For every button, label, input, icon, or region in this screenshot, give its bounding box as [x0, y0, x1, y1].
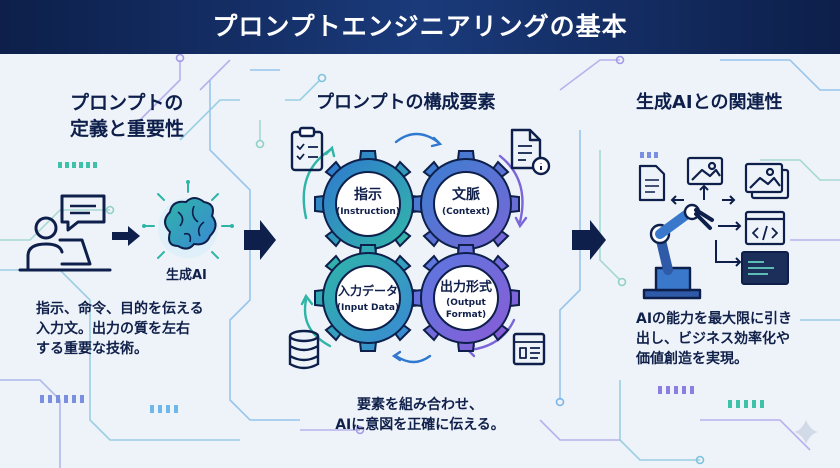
center-caption-line1: 要素を組み合わせ、 [357, 397, 483, 413]
clipboard-checklist-icon [290, 126, 324, 172]
left-heading-line2: 定義と重要性 [70, 118, 185, 140]
image-icon [686, 156, 724, 186]
cycle-arrows [300, 132, 528, 364]
section-arrow-1 [244, 220, 276, 260]
gear-context [412, 150, 520, 258]
gear-output-format-label: 出力形式 [439, 280, 492, 295]
right-heading: 生成AIとの関連性 [636, 92, 783, 113]
gear-output-format-sub2: Format) [445, 310, 487, 320]
gear-output-format [412, 244, 520, 352]
layout-template-icon [512, 332, 546, 366]
terminal-window-icon [741, 251, 789, 285]
center-caption-line2: AIに意図を正確に伝える。 [335, 417, 505, 433]
sparkle-icon [794, 420, 818, 444]
brain-icon [142, 180, 234, 259]
dot-bars [40, 152, 764, 413]
left-desc-line3: する重要な技術。 [36, 341, 148, 357]
code-window-icon [744, 210, 786, 246]
speech-bubble-icon [60, 194, 106, 232]
person-laptop-icon [18, 216, 112, 272]
title-banner [0, 0, 840, 54]
gear-input-data [314, 244, 422, 352]
gear-context-label: 文脈 [452, 187, 480, 203]
gear-instruction-sub: (Instruction) [336, 207, 400, 217]
gear-instruction [314, 150, 422, 258]
right-desc-line1: AIの能力を最大限に引き [636, 311, 793, 327]
left-desc-line1: 指示、命令、目的を伝える [36, 301, 204, 317]
document-icon [638, 164, 666, 202]
document-info-icon [510, 128, 551, 176]
right-desc-line3: 価値創造を実現。 [636, 351, 748, 367]
gear-output-format-sub1: (Output [446, 298, 486, 308]
arrow-right-icon [112, 226, 140, 246]
gear-input-data-sub: (Input Data) [336, 303, 400, 313]
right-desc-line2: 出し、ビジネス効率化や [636, 331, 790, 347]
gear-input-data-label: 入力データ [337, 284, 398, 298]
left-heading-line1: プロンプトの [70, 92, 184, 114]
brain-label: 生成AI [166, 268, 207, 283]
left-desc-line2: 入力文。出力の質を左右 [36, 321, 190, 337]
page-title: プロンプトエンジニアリングの基本 [212, 12, 628, 41]
center-heading: プロンプトの構成要素 [316, 92, 496, 113]
image-gallery-icon [744, 162, 790, 200]
database-icon [288, 329, 320, 370]
section-arrow-2 [572, 220, 606, 260]
gear-context-sub: (Context) [442, 207, 490, 217]
output-arrows [670, 184, 742, 267]
gear-instruction-label: 指示 [354, 187, 382, 203]
robot-arm-icon [642, 203, 714, 300]
